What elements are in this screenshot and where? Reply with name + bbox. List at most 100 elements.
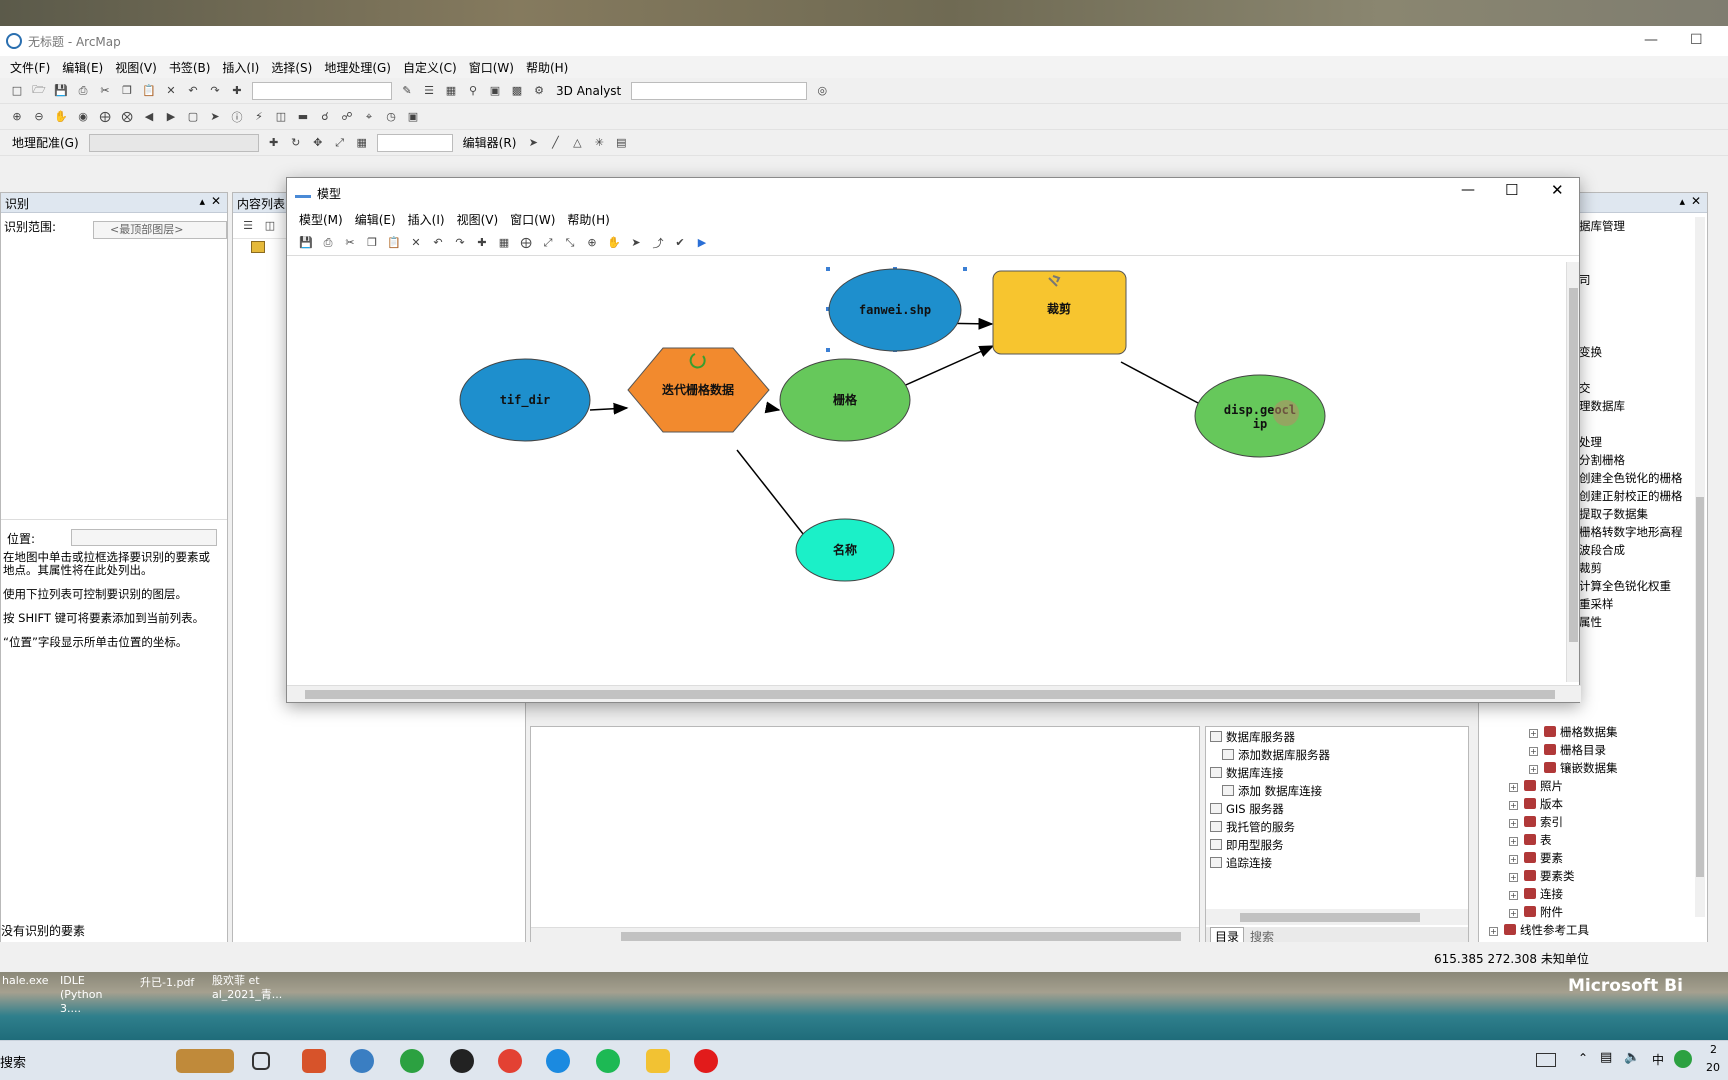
toolbox-close-icon[interactable]: ✕ — [1690, 194, 1701, 208]
catalog-item-gis-servers[interactable]: GIS 服务器 — [1210, 800, 1464, 818]
desktop-item-pdf2[interactable]: 股欢菲 et al_2021_青... — [212, 974, 283, 1001]
modelbuilder-icon[interactable]: ⚙ — [534, 84, 544, 97]
taskbar-explorer-icon[interactable] — [646, 1049, 670, 1073]
toolbox-tree-item[interactable]: +要素 — [1509, 851, 1563, 865]
taskbar-arcmap-icon[interactable] — [350, 1049, 374, 1073]
cut-icon[interactable]: ✂ — [100, 84, 110, 97]
catalog-icon[interactable]: ▦ — [445, 84, 457, 97]
measure-icon[interactable]: ▬ — [297, 110, 309, 123]
catalog-item-db-servers[interactable]: 数据库服务器 — [1210, 728, 1464, 746]
menu-insert[interactable]: 插入(I) — [222, 60, 260, 75]
menu-file[interactable]: 文件(F) — [10, 60, 51, 75]
editor-toolbar-icon[interactable]: ✎ — [402, 84, 412, 97]
model-save-icon[interactable]: 💾 — [299, 236, 313, 249]
full-extent-icon[interactable]: ◉ — [78, 110, 88, 123]
viewer-icon[interactable]: ▣ — [407, 110, 419, 123]
model-menu-model[interactable]: 模型(M) — [299, 212, 343, 227]
menu-windows[interactable]: 窗口(W) — [468, 60, 514, 75]
map-hscroll-thumb[interactable] — [621, 932, 1181, 941]
map-view[interactable] — [530, 726, 1200, 946]
toolbox-item[interactable]: 重采样 — [1579, 597, 1614, 611]
print-icon[interactable]: ⎙ — [78, 83, 88, 97]
toolbox-tree-item[interactable]: +线性参考工具 — [1489, 923, 1589, 937]
catalog-item-add-db-server[interactable]: 添加数据库服务器 — [1210, 746, 1464, 764]
model-copy-icon[interactable]: ❐ — [367, 236, 377, 249]
toolbox-item[interactable]: 裁剪 — [1579, 561, 1602, 575]
save-icon[interactable]: 💾 — [54, 84, 68, 97]
toolbox-item[interactable]: 创建正射校正的栅格 — [1579, 489, 1683, 503]
layers-icon[interactable] — [251, 241, 265, 253]
fixed-zoom-in-icon[interactable]: ⤢ — [543, 235, 553, 249]
clock-date[interactable]: 20 — [1706, 1061, 1720, 1074]
rotate-icon[interactable]: ↻ — [291, 136, 301, 149]
taskbar-wechat-icon[interactable] — [400, 1049, 424, 1073]
node-name[interactable] — [795, 518, 895, 582]
copy-icon[interactable]: ❐ — [122, 84, 132, 97]
map-hscroll[interactable] — [531, 927, 1199, 945]
catalog-item-tracking[interactable]: 追踪连接 — [1210, 854, 1464, 872]
model-pan-icon[interactable]: ✋ — [607, 236, 621, 249]
model-menu-help[interactable]: 帮助(H) — [567, 212, 610, 227]
toolbox-item[interactable]: 创建全色锐化的栅格 — [1579, 471, 1683, 485]
toolbox-tree-item[interactable]: +栅格数据集 — [1529, 725, 1618, 739]
maximize-icon[interactable]: ☐ — [1690, 32, 1703, 48]
menu-selection[interactable]: 选择(S) — [271, 60, 313, 75]
georef-layer-combo[interactable] — [88, 133, 259, 152]
pan-icon[interactable]: ✋ — [54, 110, 68, 123]
toolbox-tree-item[interactable]: +索引 — [1509, 815, 1563, 829]
paste-icon[interactable]: 📋 — [142, 84, 156, 97]
list-by-source-icon[interactable]: ◫ — [264, 219, 276, 232]
node-tif-dir[interactable] — [459, 358, 591, 442]
tab-catalog[interactable]: 目录 — [1210, 926, 1245, 946]
toc-icon[interactable]: ☰ — [424, 84, 434, 97]
toolbox-item[interactable]: 分割栅格 — [1579, 453, 1625, 467]
toolbox-item[interactable]: 提取子数据集 — [1579, 507, 1648, 521]
toolbox-item[interactable]: 计算全色锐化权重 — [1579, 579, 1671, 593]
toolbox-vscroll[interactable] — [1695, 217, 1705, 917]
taskbar-spotify-icon[interactable] — [596, 1049, 620, 1073]
catalog-item-my-hosted-services[interactable]: 我托管的服务 — [1210, 818, 1464, 836]
sogou-icon[interactable] — [1674, 1050, 1692, 1068]
keyboard-icon[interactable] — [1536, 1053, 1556, 1067]
catalog-hscroll[interactable] — [1206, 909, 1468, 925]
toolbox-item[interactable]: 属性 — [1579, 615, 1602, 629]
find-route-icon[interactable]: ☍ — [341, 110, 353, 123]
desktop-item-hale[interactable]: hale.exe — [2, 974, 49, 987]
sketch-icon[interactable]: △ — [573, 136, 582, 149]
search-window-icon[interactable]: ⚲ — [468, 84, 478, 97]
model-delete-icon[interactable]: ✕ — [411, 236, 421, 249]
identify-icon[interactable]: ⓘ — [231, 110, 243, 124]
model-hscroll[interactable] — [287, 685, 1581, 702]
attributes-icon[interactable]: ▤ — [616, 136, 627, 149]
toolbox-item[interactable]: 栅格转数字地形高程 — [1579, 525, 1683, 539]
model-menu-view[interactable]: 视图(V) — [456, 212, 499, 227]
model-print-icon[interactable]: ⎙ — [323, 235, 333, 249]
toolbox-tree-item[interactable]: +要素类 — [1509, 869, 1575, 883]
html-popup-icon[interactable]: ◫ — [275, 110, 287, 123]
node-iterate-rasters[interactable] — [627, 347, 770, 433]
identify-splitter[interactable] — [1, 519, 227, 521]
straight-segment-icon[interactable]: ╱ — [552, 136, 559, 149]
run-icon[interactable]: ▶ — [697, 236, 707, 249]
toolbox-pin-icon[interactable]: ▴ — [1679, 195, 1685, 208]
minimize-icon[interactable]: — — [1644, 32, 1658, 48]
zoom-in-icon[interactable]: ⊕ — [12, 110, 22, 123]
menu-geoprocessing[interactable]: 地理处理(G) — [324, 60, 391, 75]
node-output-raster[interactable] — [1194, 374, 1326, 458]
catalog-item-add-db-connection[interactable]: 添加 数据库连接 — [1210, 782, 1464, 800]
undo-icon[interactable]: ↶ — [188, 84, 198, 97]
model-select-icon[interactable]: ➤ — [631, 236, 641, 249]
scale-icon[interactable]: ⤢ — [335, 135, 345, 149]
fixed-zoom-in-icon[interactable]: ⨁ — [99, 110, 111, 123]
toolbox-tree-item[interactable]: +照片 — [1509, 779, 1563, 793]
toolbox-tree-item[interactable]: +附件 — [1509, 905, 1563, 919]
taskbar-matlab-icon[interactable] — [302, 1049, 326, 1073]
shift-icon[interactable]: ✥ — [313, 136, 323, 149]
tab-search[interactable]: 搜索 — [1250, 929, 1275, 944]
scale-combo[interactable] — [252, 81, 392, 100]
menu-customize[interactable]: 自定义(C) — [402, 60, 457, 75]
desktop-item-idle[interactable]: IDLE (Python 3.... — [60, 974, 103, 1015]
back-icon[interactable]: ◀ — [144, 110, 154, 123]
menu-view[interactable]: 视图(V) — [115, 60, 157, 75]
arctoolbox-icon[interactable]: ▣ — [489, 84, 501, 97]
